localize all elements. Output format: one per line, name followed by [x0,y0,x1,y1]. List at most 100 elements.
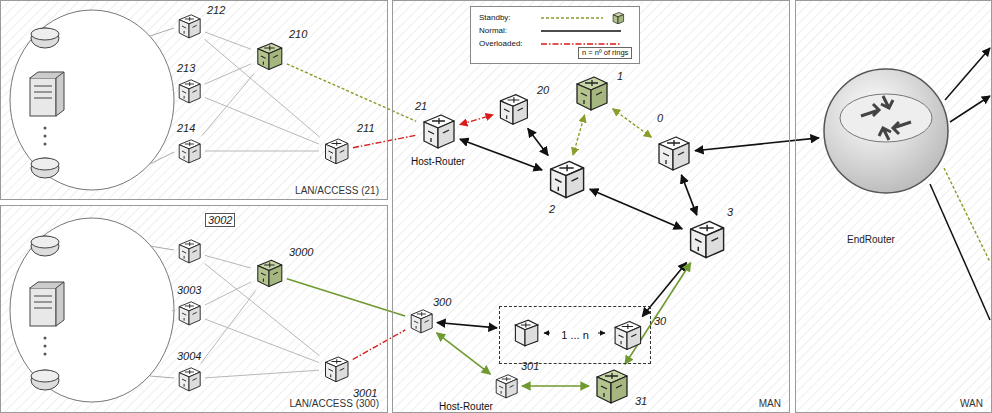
node-number: 212 [207,4,225,17]
node-number: 0 [657,112,663,125]
standby-switch: 3000 [253,257,285,289]
legend-text: Standby: [479,12,511,23]
link-connector [590,189,682,229]
node-number: 20 [537,84,549,97]
switch-icon [175,137,203,165]
standby-switch: 210 [253,40,285,72]
node-number: 21 [415,100,427,113]
switch-node: 0 [653,133,693,173]
switch-node: 3003 [175,299,203,327]
switch-node: 3004 [175,365,203,393]
switch-icon [418,111,458,151]
router-label: EndRouter [847,233,895,246]
ring-count: 1 ... n [559,329,591,341]
link-connector [353,330,406,360]
switch-icon [492,372,520,400]
node-number: 3 [727,206,733,219]
switch-icon [253,257,285,289]
link-connector [353,135,416,147]
switch-icon [495,91,531,127]
link-connector [205,319,319,363]
end-router: EndRouter [821,66,951,196]
link-connector [625,263,691,365]
link-connector [205,255,251,268]
node-number: 3004 [177,350,201,363]
node-number: 3000 [289,246,313,259]
switch-icon [684,217,728,261]
switch-node: 30 [610,318,644,352]
link-connector [205,282,251,305]
wan-links [930,48,990,320]
node-number: 300 [433,296,451,309]
network-panel: WANEndRouter [795,0,992,413]
node-number: 2 [549,203,555,216]
link-connector [681,175,696,215]
link-connector [613,109,652,137]
switch-node: 20 [495,91,531,127]
node-number: 31 [635,395,647,408]
node-number: 3003 [177,284,201,297]
host-label: Host-Router [439,400,493,413]
lan-cluster [10,10,174,190]
switch-icon [321,136,351,166]
node-number: 211 [357,122,375,135]
lan-cluster [10,218,174,402]
link-connector [287,64,416,121]
link-connector [205,264,320,356]
switch-node: 213 [175,77,203,105]
ring-switch [515,320,537,346]
node-number: 3001 [353,387,377,400]
link-connector [522,385,589,387]
switch-node: 3001 [321,354,351,384]
link-connector [205,64,251,84]
link-connector [437,323,497,328]
legend-row: Normal: [479,25,635,37]
switch-node: 2 [544,157,588,201]
panel-title: LAN/ACCESS (300) [288,398,381,409]
node-number: 1 [617,70,623,83]
link-connector [528,129,548,156]
ring-group: 1 ... n 30 [499,306,651,364]
link-connector [695,138,819,151]
link-connector [201,291,256,364]
switch-node: 3002 [175,237,203,265]
switch-icon [175,365,203,393]
legend-text: Overloaded: [479,38,523,49]
switch-node: 3 [684,217,728,261]
router-icon [821,66,951,196]
switch-node: 214 [175,137,203,165]
standby-switch: 1 [571,73,611,113]
switch-node: 21Host-Router [418,111,458,151]
network-panel: LAN/ACCESS (21) 212 213 210 214 211 [0,0,388,200]
switch-node: 212 [175,12,203,40]
switch-node: 211 [321,136,351,166]
switch-node: 301Host-Router [492,372,520,400]
node-number: 3002 [205,213,235,227]
switch-icon [175,237,203,265]
node-number: 214 [177,122,195,135]
switch-icon [253,40,285,72]
legend-line [541,12,635,24]
switch-icon [653,133,693,173]
link-connector [205,370,319,378]
node-number: 30 [654,315,666,328]
link-connector [205,151,319,152]
link-connector [205,39,320,137]
panel-title: LAN/ACCESS (21) [293,185,381,196]
network-panel: LAN/ACCESS (300) 3002 3003 3000 3004 3001 [0,205,388,413]
switch-icon [544,157,588,201]
link-connector [460,139,542,170]
switch-icon [591,366,631,406]
switch-icon [321,354,351,384]
link-connector [460,115,493,125]
switch-icon [175,77,203,105]
link-connector [642,263,686,317]
node-number: 210 [289,28,307,41]
host-label: Host-Router [411,155,465,168]
switch-icon [407,307,435,335]
legend-row: Standby: [479,12,635,24]
legend-line [541,25,635,37]
link-connector [205,32,251,49]
switch-icon [610,318,644,352]
node-number: 213 [177,62,195,75]
